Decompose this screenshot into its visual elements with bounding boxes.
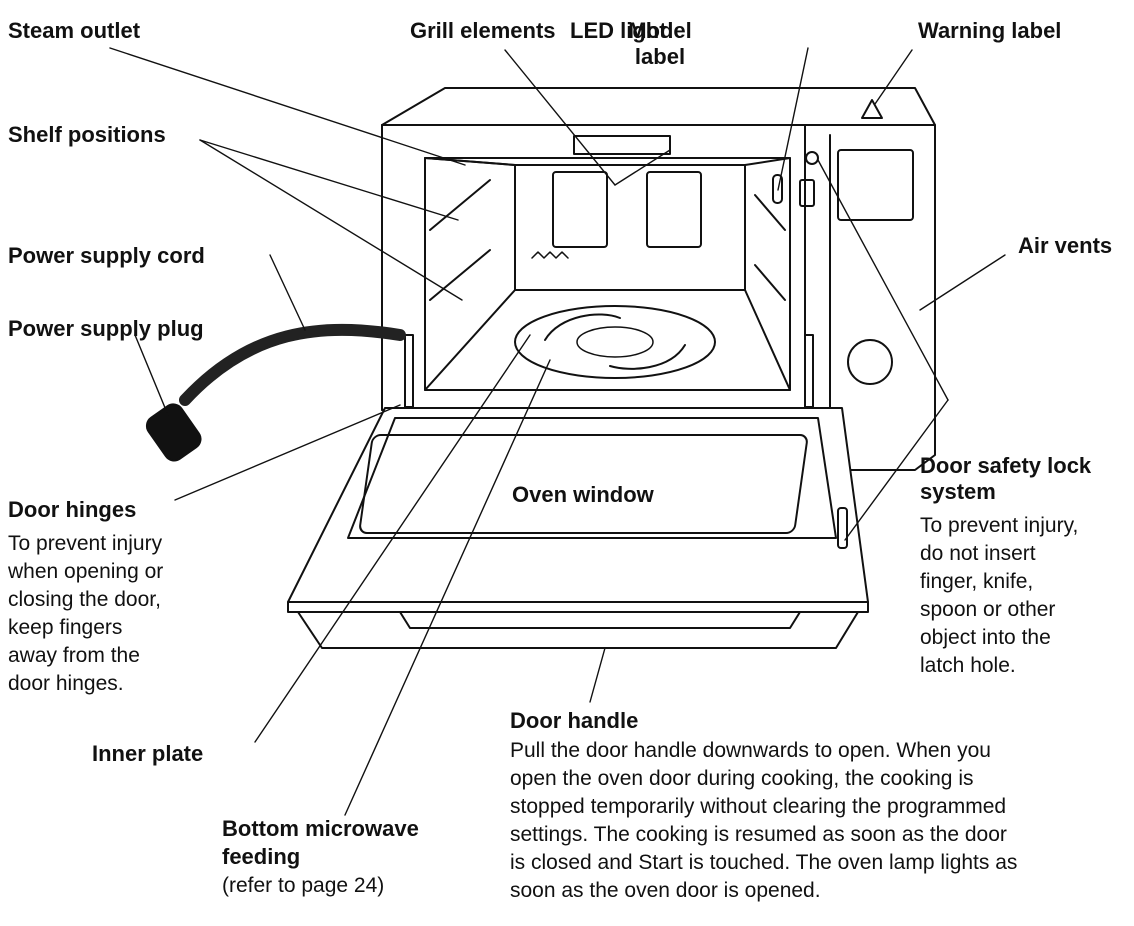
label-door-safety-lock: Door safety lock system (920, 453, 1092, 504)
power-supply-plug (145, 403, 202, 462)
inner-plate (514, 305, 716, 379)
label-steam-outlet: Steam outlet (8, 18, 141, 43)
label-led-light: LED light (570, 18, 667, 43)
label-bottom-microwave-feeding: Bottom microwave feeding (222, 816, 419, 869)
label-door-handle: Door handle (510, 708, 639, 733)
label-model-label: Model label (628, 18, 692, 69)
label-power-supply-plug: Power supply plug (8, 316, 204, 341)
oven-cavity (424, 157, 791, 391)
bottom-microwave-description: (refer to page 24) (222, 874, 385, 897)
label-inner-plate: Inner plate (92, 741, 204, 766)
door-handle-description: Pull the door handle downwards to open. … (510, 739, 1018, 902)
label-grill-elements: Grill elements (410, 18, 556, 43)
label-air-vents: Air vents (1018, 233, 1113, 258)
led-light (772, 174, 783, 204)
warning-label-mark (861, 99, 883, 119)
label-door-hinges: Door hinges (8, 497, 137, 522)
control-panel (799, 134, 914, 441)
label-shelf-positions: Shelf positions (8, 122, 166, 147)
oven-door (287, 407, 869, 649)
label-power-supply-cord: Power supply cord (8, 243, 205, 268)
label-oven-window: Oven window (512, 482, 654, 507)
door-hinges-description: To prevent injury when opening or closin… (8, 532, 164, 695)
leader-lines (109, 47, 1006, 816)
model-label-plate (573, 135, 671, 155)
door-safety-lock-description: To prevent injury, do not insert finger,… (920, 514, 1079, 677)
grill-elements (531, 171, 702, 259)
label-warning-label: Warning label (918, 18, 1062, 43)
power-supply-cord (179, 323, 406, 406)
